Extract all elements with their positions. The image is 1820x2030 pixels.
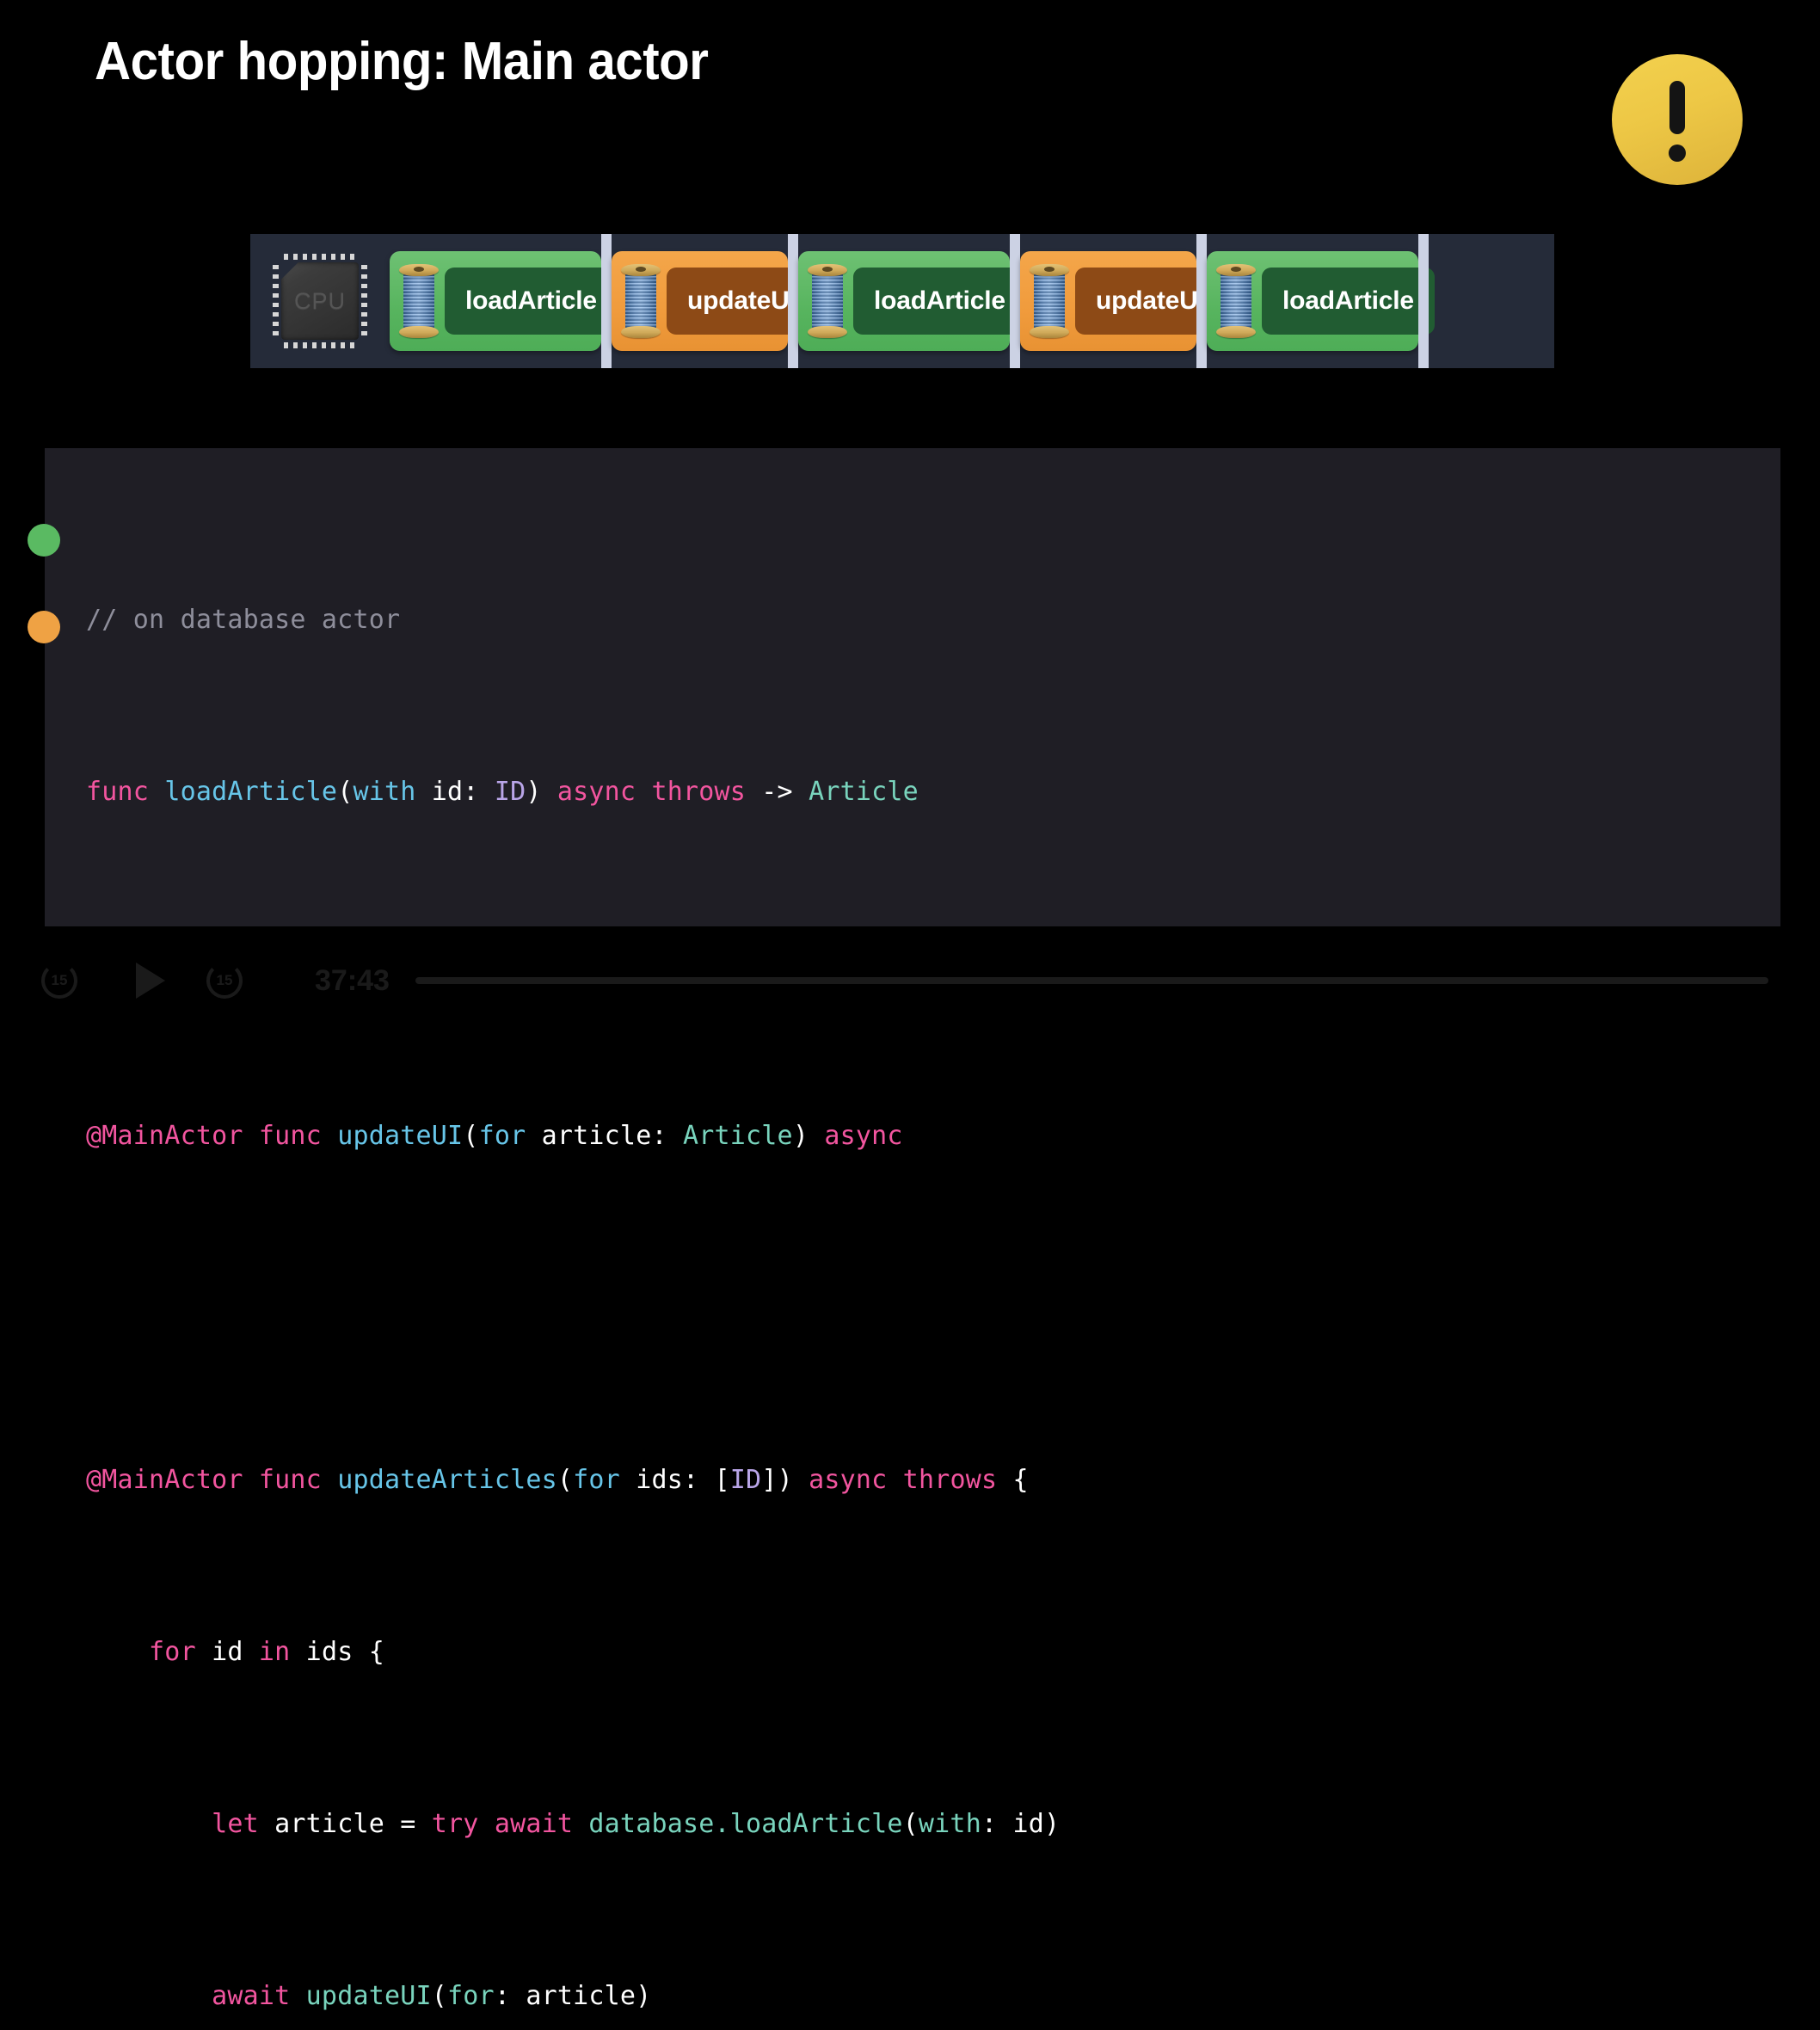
cpu-label: CPU	[293, 287, 346, 314]
timeline-divider	[1418, 234, 1429, 368]
skip-forward-label: 15	[216, 972, 233, 988]
thread-spool-icon	[621, 264, 661, 338]
timeline-divider	[1196, 234, 1207, 368]
spool-disc-bottom	[1216, 326, 1256, 338]
cpu-pins-bottom	[284, 342, 356, 348]
code-token-comment: // on database actor	[86, 605, 401, 635]
timeline-divider	[601, 234, 612, 368]
spool-hole	[1231, 267, 1241, 272]
spool-thread	[812, 273, 843, 329]
cpu-timeline-diagram: CPU loadArticle updateUI loadAr	[250, 234, 1554, 368]
skip-forward-15-icon[interactable]: 15	[201, 957, 248, 1004]
timeline-segment[interactable]: loadArticle	[1207, 251, 1435, 351]
spool-thread	[1221, 273, 1251, 329]
spool-hole	[414, 267, 424, 272]
code-line-blank	[86, 1287, 1060, 1330]
timeline-segment[interactable]: loadArticle	[798, 251, 1026, 351]
timeline-segment[interactable]: loadArticle	[390, 251, 618, 351]
cpu-pins-left	[273, 265, 279, 337]
thread-spool-icon	[399, 264, 439, 338]
video-timestamp: 37:43	[315, 963, 390, 997]
video-player-controls[interactable]: 15 15 37:43	[0, 946, 1820, 1015]
cpu-chip-icon: CPU	[272, 253, 368, 349]
code-line: @MainActor func updateUI(for article: Ar…	[86, 1121, 903, 1151]
bullet-green-dot	[28, 524, 60, 557]
code-line: func loadArticle(with id: ID) async thro…	[86, 777, 919, 807]
spool-hole	[636, 267, 646, 272]
spool-disc-bottom	[399, 326, 439, 338]
spool-disc-bottom	[621, 326, 661, 338]
code-line: // on database actor	[86, 599, 1060, 642]
skip-back-15-icon[interactable]: 15	[36, 957, 83, 1004]
cpu-chip-body	[281, 262, 359, 340]
timeline-segment[interactable]: updateUI	[612, 251, 817, 351]
thread-spool-icon	[1030, 264, 1069, 338]
spool-thread	[625, 273, 656, 329]
cpu-pins-top	[284, 254, 356, 260]
cpu-pins-right	[361, 265, 367, 337]
timeline-segment-label: loadArticle	[853, 268, 1026, 335]
play-icon[interactable]	[136, 963, 165, 999]
code-panel: // on database actor func loadArticle(wi…	[45, 448, 1780, 2011]
spool-hole	[822, 267, 833, 272]
video-progress-bar[interactable]	[415, 977, 1768, 984]
exclamation-dot-icon	[1669, 145, 1686, 162]
exclamation-mark-icon	[1669, 81, 1685, 134]
thread-spool-icon	[808, 264, 847, 338]
skip-back-label: 15	[51, 972, 68, 988]
timeline-segment[interactable]: updateUI	[1020, 251, 1226, 351]
skip-forward-ring	[206, 963, 243, 999]
skip-back-ring	[41, 963, 77, 999]
timeline-divider	[1010, 234, 1020, 368]
spool-disc-bottom	[808, 326, 847, 338]
code-line: for id in ids {	[149, 1637, 384, 1667]
warning-badge	[1612, 54, 1743, 185]
code-line: let article = try await database.loadArt…	[212, 1809, 1061, 1839]
code-line: await updateUI(for: article)	[212, 1981, 652, 2011]
timeline-segment-label: loadArticle	[1262, 268, 1435, 335]
page-title: Actor hopping: Main actor	[95, 32, 709, 91]
timeline-divider	[788, 234, 798, 368]
bullet-orange-dot	[28, 611, 60, 643]
code-listing: // on database actor func loadArticle(wi…	[86, 470, 1060, 2030]
thread-spool-icon	[1216, 264, 1256, 338]
cpu-slot: CPU	[250, 234, 390, 368]
timeline-segment-label: loadArticle	[445, 268, 618, 335]
spool-hole	[1044, 267, 1054, 272]
spool-thread	[403, 273, 434, 329]
code-line: @MainActor func updateArticles(for ids: …	[86, 1465, 1029, 1495]
spool-disc-bottom	[1030, 326, 1069, 338]
spool-thread	[1034, 273, 1065, 329]
